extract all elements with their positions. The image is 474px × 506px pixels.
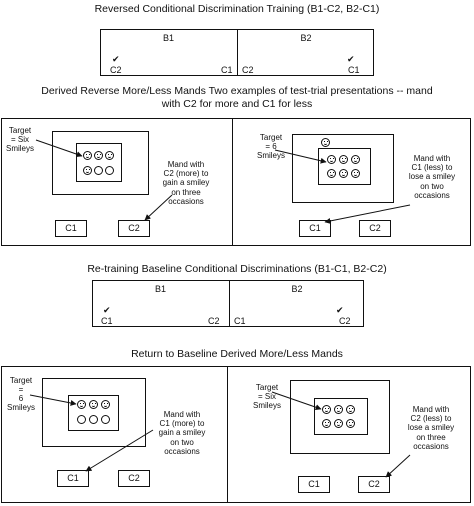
empty-circle-icon [105, 166, 114, 175]
smiley-icon [83, 151, 92, 160]
section2-title-line1: Derived Reverse More/Less Mands Two exam… [41, 85, 433, 97]
s3-divider [229, 280, 230, 327]
section1-title: Reversed Conditional Discrimination Trai… [94, 3, 380, 15]
s2-left-smiley-panel [76, 143, 122, 182]
s2-left-c1-button[interactable]: C1 [55, 220, 87, 237]
s1-left-check-icon: ✔ [112, 54, 120, 64]
s1-left-comparison-c2[interactable]: C2 [110, 65, 122, 75]
smiley-icon [339, 155, 348, 164]
smiley-icon [322, 405, 331, 414]
s3-right-comparison-c2[interactable]: C2 [339, 316, 351, 326]
smiley-icon [351, 169, 360, 178]
s2-left-c2-button[interactable]: C2 [118, 220, 150, 237]
smiley-icon [346, 405, 355, 414]
smiley-icon [77, 400, 86, 409]
s3-left-comparison-c2[interactable]: C2 [208, 316, 220, 326]
s2-left-mand-text: Mand with C2 (more) to gain a smiley on … [162, 160, 210, 206]
s2-left-target-label: Target = Six Smileys [3, 126, 37, 153]
s4-right-target-label: Target = Six Smileys [250, 383, 284, 410]
smiley-icon [322, 419, 331, 428]
s4-right-smiley-panel [314, 398, 368, 435]
s1-right-check-icon: ✔ [347, 54, 355, 64]
section4-title: Return to Baseline Derived More/Less Man… [131, 348, 343, 360]
smiley-icon [327, 169, 336, 178]
smiley-icon [346, 419, 355, 428]
s3-left-sample: B1 [154, 284, 166, 294]
s2-right-c2-button[interactable]: C2 [359, 220, 391, 237]
empty-circle-icon [94, 166, 103, 175]
s4-left-c2-button[interactable]: C2 [118, 470, 150, 487]
empty-circle-icon [89, 415, 98, 424]
smiley-icon [83, 166, 92, 175]
s2-right-c1-button[interactable]: C1 [299, 220, 331, 237]
smiley-icon [334, 419, 343, 428]
section2-title-line2: with C2 for more and C1 for less [161, 98, 313, 110]
s4-right-mand-text: Mand with C2 (less) to lose a smiley on … [407, 405, 455, 451]
s1-right-comparison-c2[interactable]: C2 [242, 65, 254, 75]
empty-circle-icon [101, 415, 110, 424]
s3-display-frame [92, 280, 364, 327]
empty-circle-icon [77, 415, 86, 424]
s3-left-check-icon: ✔ [103, 305, 111, 315]
smiley-icon [327, 155, 336, 164]
s2-right-target-label: Target = 6 Smileys [254, 133, 288, 160]
smiley-icon [101, 400, 110, 409]
smiley-icon [351, 155, 360, 164]
s4-divider [227, 366, 228, 503]
s2-divider [232, 118, 233, 246]
s4-right-c1-button[interactable]: C1 [298, 476, 330, 493]
smiley-icon [321, 138, 330, 147]
smiley-icon [105, 151, 114, 160]
smiley-icon [339, 169, 348, 178]
smiley-icon [94, 151, 103, 160]
s1-divider [237, 29, 238, 76]
s1-left-sample: B1 [162, 33, 174, 43]
s1-right-comparison-c1[interactable]: C1 [348, 65, 360, 75]
s2-right-smiley-panel [318, 148, 371, 185]
section3-title: Re-training Baseline Conditional Discrim… [87, 263, 387, 275]
s4-right-c2-button[interactable]: C2 [358, 476, 390, 493]
s3-left-comparison-c1[interactable]: C1 [101, 316, 113, 326]
s1-left-comparison-c1[interactable]: C1 [221, 65, 233, 75]
smiley-icon [89, 400, 98, 409]
smiley-icon [334, 405, 343, 414]
s2-right-mand-text: Mand with C1 (less) to lose a smiley on … [408, 154, 456, 200]
s3-right-sample: B2 [291, 284, 303, 294]
s4-left-mand-text: Mand with C1 (more) to gain a smiley on … [158, 410, 206, 456]
s1-right-sample: B2 [300, 33, 312, 43]
s4-left-target-label: Target = 6 Smileys [4, 376, 38, 412]
s3-right-check-icon: ✔ [336, 305, 344, 315]
s3-right-comparison-c1[interactable]: C1 [234, 316, 246, 326]
s4-left-c1-button[interactable]: C1 [57, 470, 89, 487]
